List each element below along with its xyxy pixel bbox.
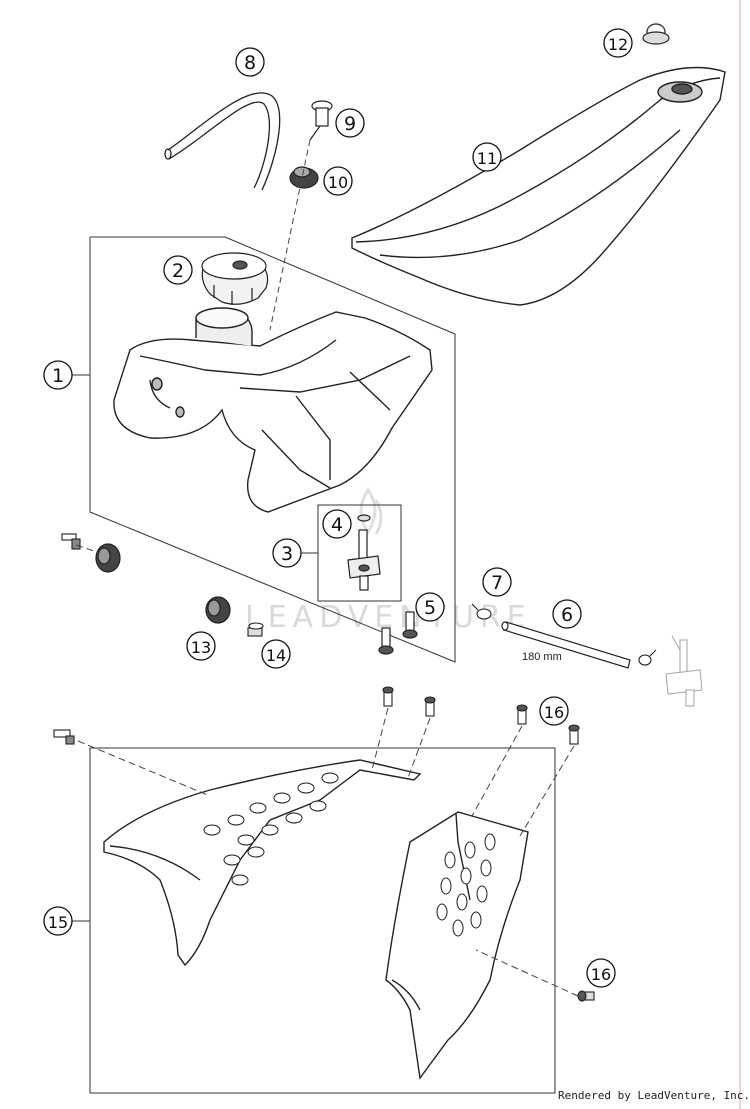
- callout-10: 10: [323, 166, 353, 196]
- callout-15: 15: [43, 906, 73, 936]
- callout-12: 12: [603, 28, 633, 58]
- tank-bolt[interactable]: [61, 533, 81, 550]
- svg-text:16: 16: [591, 965, 611, 984]
- group-frame-tap: [300, 504, 402, 602]
- credit-text: Rendered by LeadVenture, Inc.: [558, 1089, 750, 1102]
- seat-hook[interactable]: [642, 23, 670, 45]
- callout-1: 1: [43, 360, 73, 390]
- hose-clamp[interactable]: [471, 603, 657, 666]
- callout-5: 5: [415, 592, 445, 622]
- seat[interactable]: [351, 66, 726, 306]
- fuel-tank[interactable]: [113, 307, 433, 513]
- fuel-tap-ref: [665, 635, 703, 707]
- svg-text:11: 11: [477, 149, 497, 168]
- skid-assembly-lines: [75, 544, 579, 997]
- fuel-line[interactable]: [501, 621, 631, 669]
- callout-4: 4: [322, 509, 352, 539]
- callout-16-bottom: 16: [586, 958, 616, 988]
- collar-bolt[interactable]: [247, 622, 264, 637]
- svg-text:14: 14: [266, 646, 286, 665]
- svg-text:3: 3: [281, 543, 293, 565]
- callout-11: 11: [472, 142, 502, 172]
- svg-text:1: 1: [52, 365, 64, 387]
- svg-text:4: 4: [331, 514, 343, 536]
- vent-valve[interactable]: [309, 100, 333, 141]
- svg-text:12: 12: [608, 35, 628, 54]
- fuel-tap[interactable]: [347, 514, 381, 591]
- svg-text:6: 6: [561, 604, 573, 626]
- group-frame-tank: [72, 236, 456, 663]
- group-frame-guards: [72, 747, 556, 1094]
- callout-7: 7: [482, 567, 512, 597]
- callout-9: 9: [335, 108, 365, 138]
- tank-screws[interactable]: [378, 611, 418, 655]
- callout-14: 14: [261, 639, 291, 669]
- assembly-line: [269, 139, 311, 331]
- svg-text:5: 5: [424, 597, 436, 619]
- callout-3: 3: [272, 538, 302, 568]
- svg-text:8: 8: [244, 52, 256, 74]
- svg-text:13: 13: [191, 638, 211, 657]
- fuel-hose[interactable]: [164, 92, 281, 191]
- dimension-label: 180 mm: [522, 651, 562, 663]
- svg-text:15: 15: [48, 913, 68, 932]
- callout-2: 2: [163, 255, 193, 285]
- svg-text:9: 9: [344, 113, 356, 135]
- callout-16-top: 16: [539, 696, 569, 726]
- skid-plate-right[interactable]: [385, 811, 529, 1080]
- rubber-buffer[interactable]: [95, 543, 231, 624]
- skid-plate-left[interactable]: [103, 759, 422, 967]
- svg-text:16: 16: [544, 703, 564, 722]
- callout-8: 8: [235, 47, 265, 77]
- svg-text:2: 2: [172, 260, 184, 282]
- filler-cap[interactable]: [201, 252, 269, 305]
- svg-text:10: 10: [328, 173, 348, 192]
- svg-text:7: 7: [491, 572, 503, 594]
- callout-6: 6: [552, 599, 582, 629]
- callout-13: 13: [186, 631, 216, 661]
- skid-plate-screws[interactable]: [53, 686, 595, 1002]
- grommet[interactable]: [289, 166, 319, 189]
